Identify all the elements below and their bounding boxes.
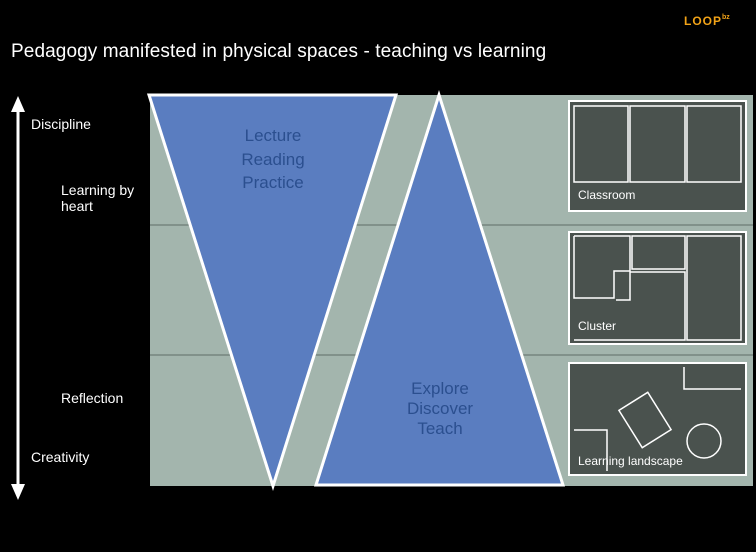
classroom-label: Classroom [578, 188, 635, 202]
learning-line-teach: Teach [417, 419, 462, 438]
cluster-label: Cluster [578, 319, 616, 333]
cluster-floorplan: Cluster [568, 231, 747, 345]
learning-landscape-floorplan: Learning landscape [568, 362, 747, 476]
teaching-line-reading: Reading [241, 150, 304, 169]
loop-logo: LOOPbz [684, 14, 730, 28]
classroom-floorplan: Classroom [568, 100, 747, 212]
teaching-line-practice: Practice [242, 173, 303, 192]
teaching-triangle [146, 93, 399, 491]
learning-line-discover: Discover [407, 399, 473, 418]
axis-label-discipline: Discipline [31, 116, 91, 132]
axis-label-creativity: Creativity [31, 449, 90, 465]
teaching-line-lecture: Lecture [245, 126, 302, 145]
vertical-double-arrow [11, 96, 25, 500]
logo-text: LOOP [684, 14, 723, 28]
slide-title: Pedagogy manifested in physical spaces -… [11, 41, 547, 62]
learning-landscape-label: Learning landscape [578, 454, 683, 468]
learning-triangle [313, 90, 566, 487]
axis-label-reflection: Reflection [61, 390, 124, 406]
axis-label-learning-by-heart: Learning by heart [61, 182, 135, 214]
learning-line-explore: Explore [411, 379, 469, 398]
logo-suffix: bz [722, 14, 730, 21]
